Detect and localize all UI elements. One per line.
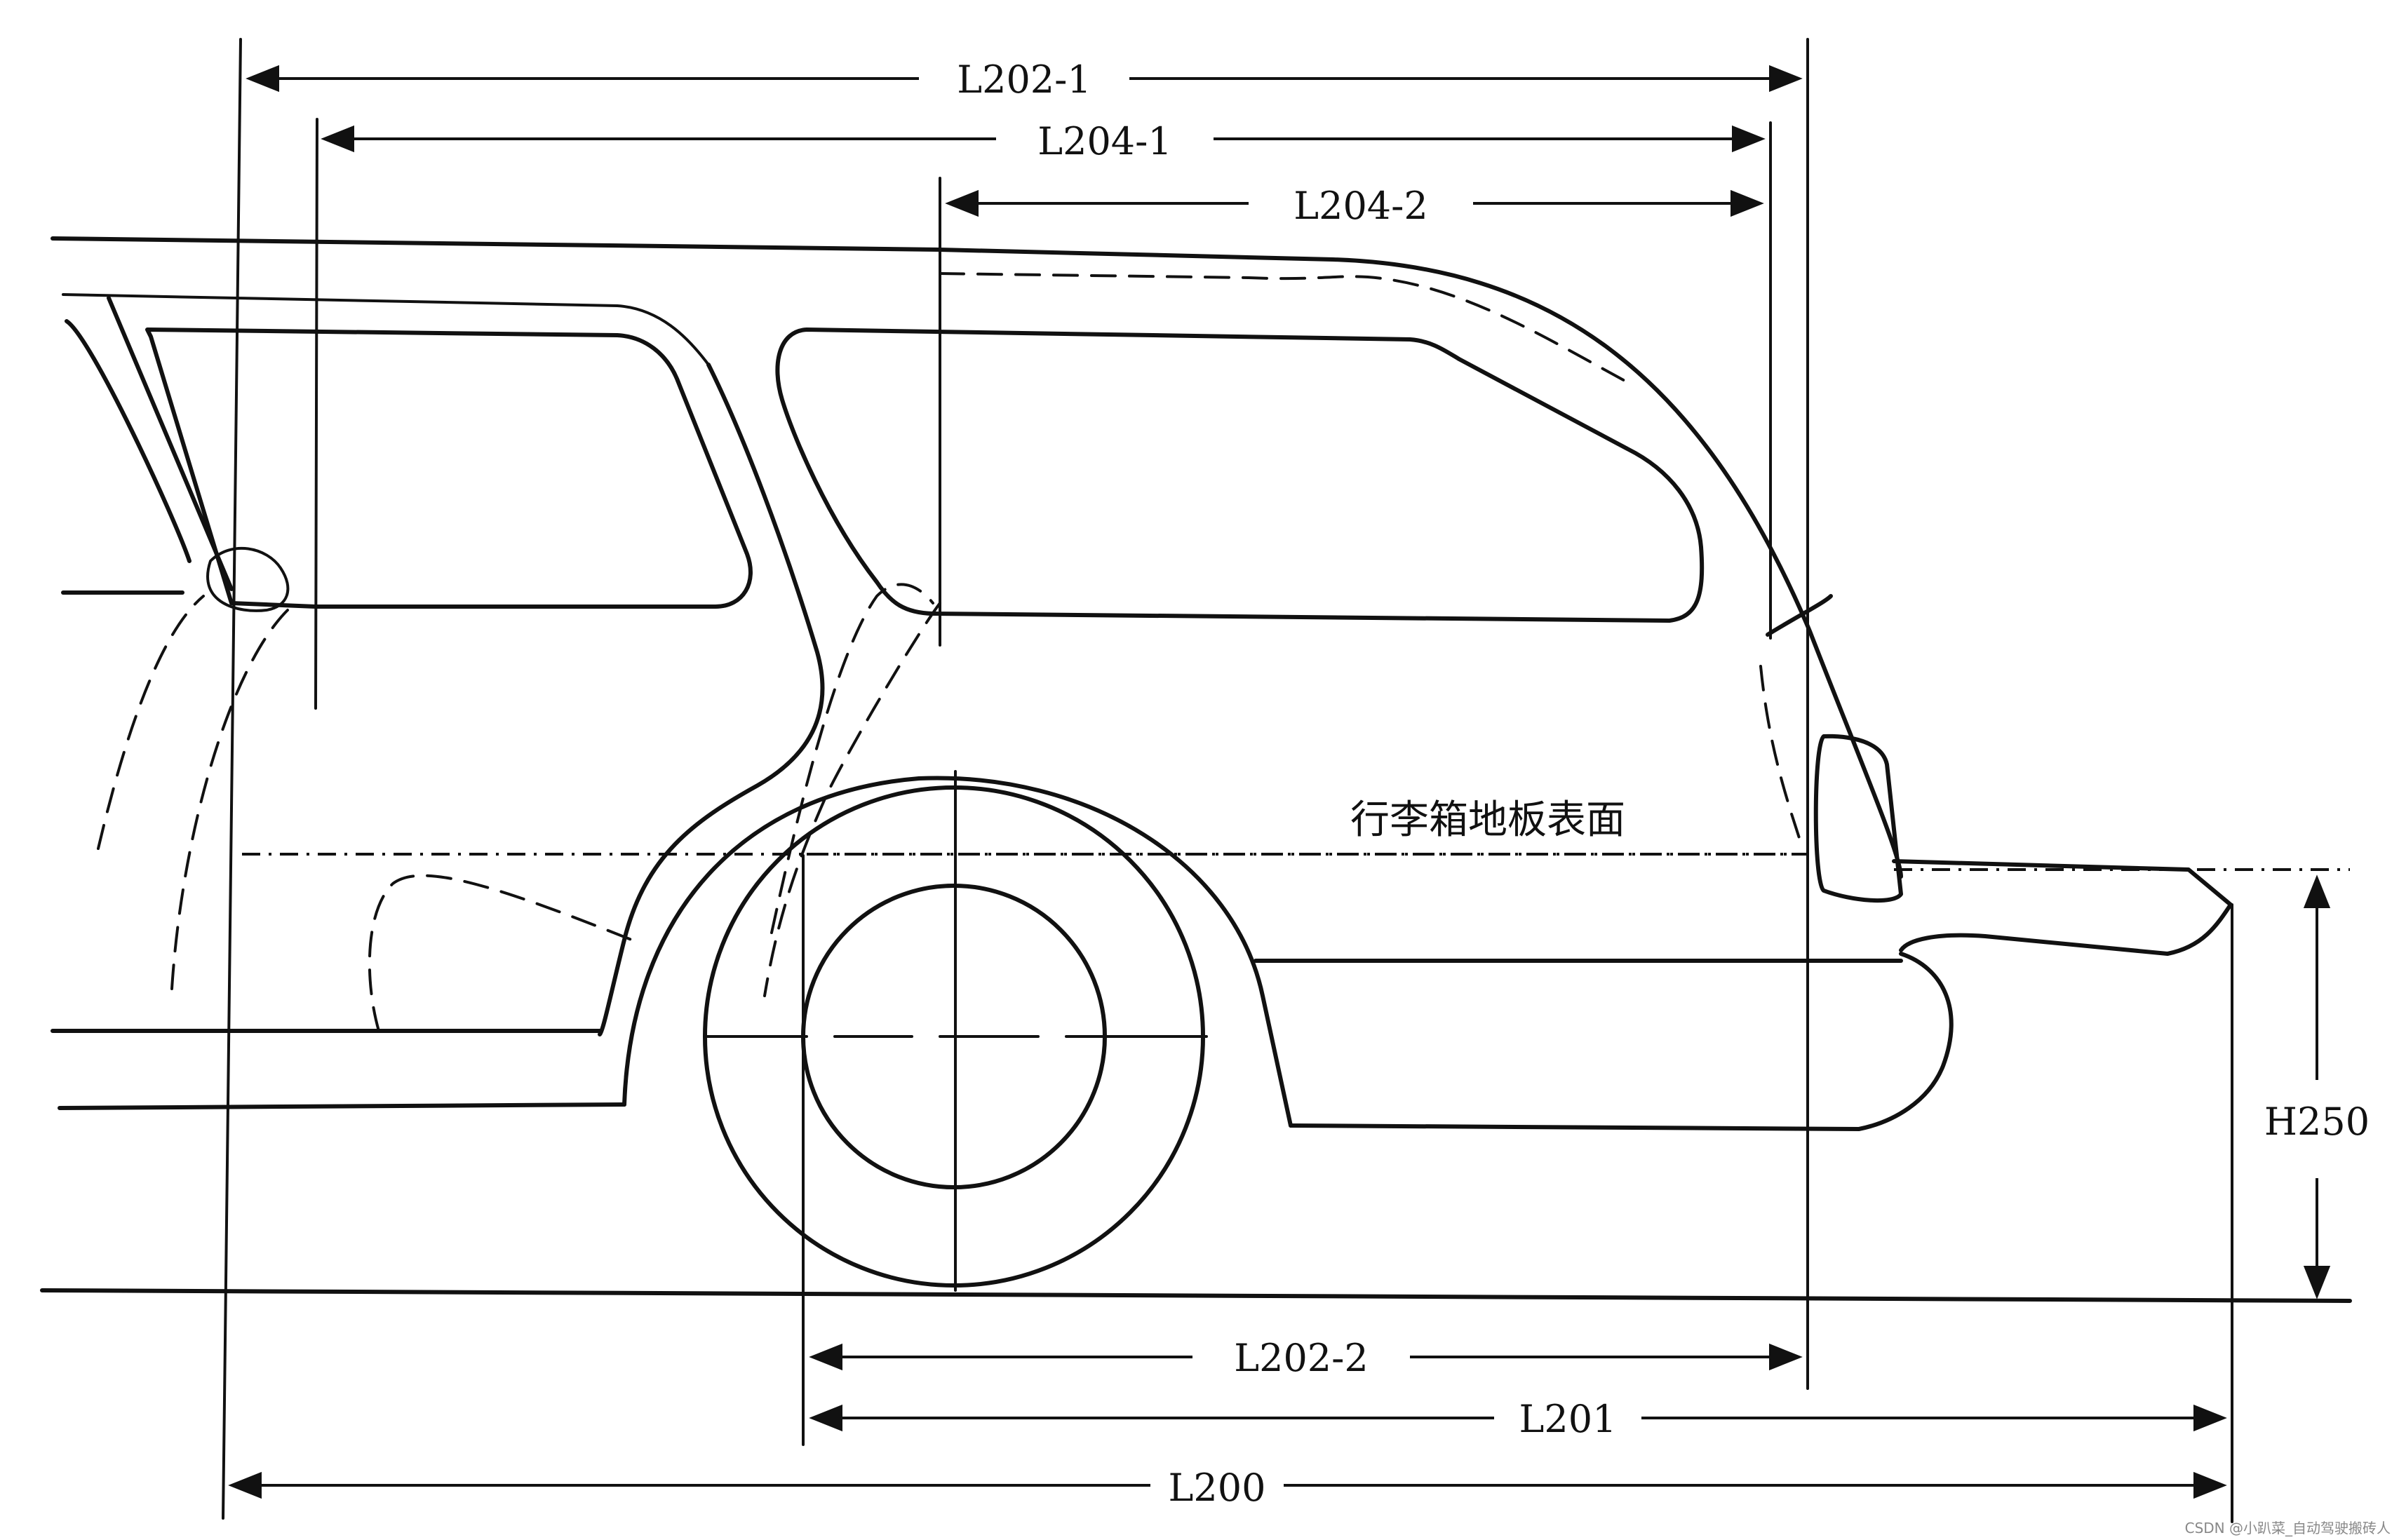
front-side-window bbox=[145, 327, 753, 609]
ref-line-rear-seat-back bbox=[314, 118, 318, 710]
trunk-floor-line bbox=[242, 853, 2350, 871]
label-l202-2: L202-2 bbox=[1234, 1336, 1369, 1380]
label-l200: L200 bbox=[1169, 1466, 1266, 1510]
dimension-labels: L202-1 L204-1 L204-2 L202-2 L201 L200 H2… bbox=[957, 58, 2391, 1536]
ref-line-vehicle-rear-seat bbox=[222, 38, 242, 1520]
b-pillar bbox=[598, 363, 825, 1036]
upper-beltline bbox=[62, 293, 710, 366]
label-trunk-floor-surface: 行李箱地板表面 bbox=[1350, 797, 1625, 843]
label-l201: L201 bbox=[1519, 1397, 1617, 1441]
rear-bumper bbox=[1289, 952, 1954, 1131]
front-pillar bbox=[65, 296, 234, 591]
car-body bbox=[40, 236, 2352, 1303]
side-sill-line bbox=[51, 1029, 626, 1110]
label-h250: H250 bbox=[2264, 1100, 2370, 1144]
reference-lines bbox=[222, 38, 2350, 1523]
label-l204-2: L204-2 bbox=[1293, 184, 1428, 228]
rear-seat-outline bbox=[97, 595, 633, 1032]
label-l204-1: L204-1 bbox=[1037, 119, 1172, 163]
seat-headrest bbox=[206, 546, 290, 612]
ground-line bbox=[40, 1288, 2352, 1303]
watermark-text: CSDN @小趴菜_自动驾驶搬砖人 bbox=[2185, 1520, 2391, 1536]
rear-bumper-top bbox=[1892, 859, 2233, 956]
trunk-interior-outline bbox=[763, 272, 1804, 997]
rear-quarter-window bbox=[775, 327, 1705, 623]
wheel-arch bbox=[622, 776, 1293, 1128]
label-l202-1: L202-1 bbox=[957, 58, 1091, 102]
tail-light bbox=[1813, 734, 1903, 903]
roof-line bbox=[51, 236, 1903, 879]
dimension-lines bbox=[228, 65, 2331, 1499]
